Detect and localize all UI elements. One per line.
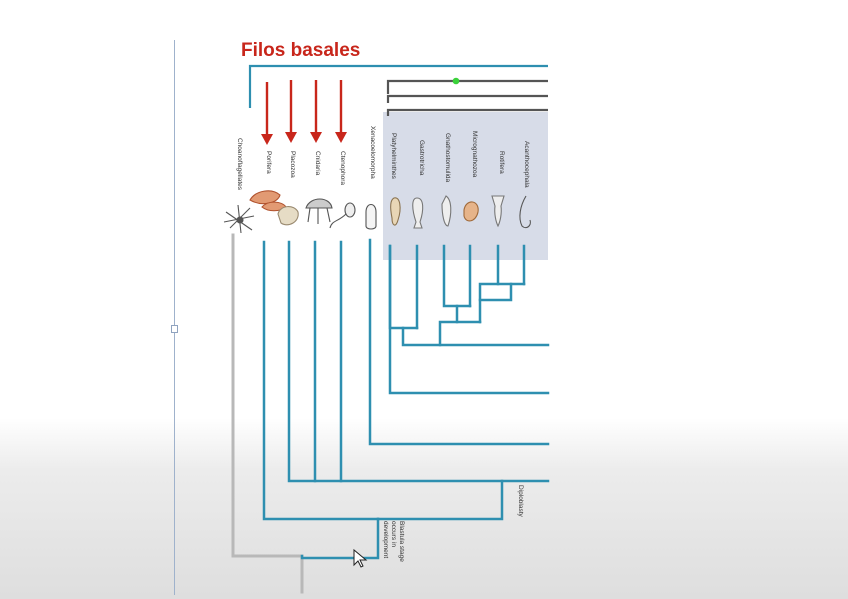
comb-jelly-icon bbox=[329, 202, 356, 229]
clade-bar-blue bbox=[248, 64, 548, 108]
sponge-icon bbox=[249, 190, 287, 212]
branch-porifera bbox=[262, 240, 380, 521]
hook-worm-icon bbox=[519, 195, 531, 229]
branch-xenacoelomorpha bbox=[368, 238, 550, 446]
annotation-blastula-line-3: development bbox=[382, 521, 389, 559]
clade-bars bbox=[248, 64, 548, 116]
basal-phyla-arrows bbox=[261, 80, 347, 145]
branch-choanoflagellates bbox=[231, 233, 304, 558]
acoel-worm-icon bbox=[365, 203, 377, 230]
clade-bar-dark-2 bbox=[386, 94, 548, 103]
clade-bar-dark-1 bbox=[386, 79, 548, 94]
taxon-label-xenacoelomorpha: Xenacoelomorpha bbox=[369, 126, 376, 179]
arrow-placozoa bbox=[285, 80, 297, 143]
placozoan-icon bbox=[277, 206, 299, 226]
taxon-label-porifera: Porifera bbox=[265, 151, 272, 174]
document-left-edge bbox=[174, 40, 175, 595]
slide-title: Filos basales bbox=[241, 40, 361, 61]
taxon-label-platyhelminthes: Platyhelminthes bbox=[390, 133, 397, 179]
organism-icons bbox=[223, 190, 531, 234]
branch-syndermata-node bbox=[478, 282, 513, 302]
annotation-diploblasty: Diploblasty bbox=[517, 485, 524, 517]
gastrotrich-icon bbox=[412, 197, 424, 229]
taxon-label-choanoflagellates: Choanoflagellates bbox=[236, 138, 243, 191]
taxon-label-cnidaria: Cnidaria bbox=[314, 151, 321, 176]
micrognathozoan-icon bbox=[463, 201, 479, 222]
taxon-label-placozoa: Placozoa bbox=[289, 151, 296, 178]
branch-gnathifera-node bbox=[438, 320, 482, 347]
tree-branches bbox=[231, 233, 550, 594]
branch-placozoa bbox=[287, 240, 550, 483]
mouse-cursor bbox=[353, 548, 368, 568]
flatworm-icon bbox=[390, 197, 401, 226]
clade-bar-dark-3 bbox=[386, 108, 548, 116]
branch-syndermata bbox=[478, 282, 500, 324]
branch-eumetazoa bbox=[376, 479, 504, 521]
arrow-porifera bbox=[261, 82, 273, 145]
taxon-label-acanthocephala: Acanthocephala bbox=[523, 141, 530, 188]
taxon-label-gastrotricha: Gastrotricha bbox=[418, 140, 425, 176]
taxon-label-ctenophora: Ctenophora bbox=[339, 151, 346, 185]
arrow-ctenophora bbox=[335, 80, 347, 143]
spiralian-shaded-region bbox=[383, 112, 548, 260]
green-marker-dot bbox=[452, 77, 460, 85]
branch-rotifera bbox=[496, 244, 526, 286]
taxon-label-gnathostomulida: Gnathostomulida bbox=[444, 133, 451, 183]
branch-rouphozoa bbox=[401, 326, 550, 347]
ruler-handle[interactable] bbox=[171, 325, 178, 333]
annotation-blastula: Blastula stage occurs in development bbox=[381, 521, 405, 562]
taxon-label-micrognathozoa: Micrognathozoa bbox=[471, 131, 478, 178]
rotifer-icon bbox=[491, 195, 505, 228]
branch-metazoa bbox=[300, 517, 380, 560]
gnathostomulid-icon bbox=[441, 195, 452, 227]
taxon-label-rotifera: Rotifera bbox=[498, 151, 505, 174]
annotation-blastula-line-2: occurs in bbox=[390, 521, 397, 548]
annotation-blastula-line-1: Blastula stage bbox=[398, 521, 405, 562]
jellyfish-icon bbox=[305, 198, 333, 224]
branch-gnathostomulida bbox=[442, 244, 472, 308]
choanoflagellate-icon bbox=[223, 204, 255, 234]
branch-platyhelminthes bbox=[388, 244, 419, 330]
arrow-cnidaria bbox=[310, 80, 322, 143]
